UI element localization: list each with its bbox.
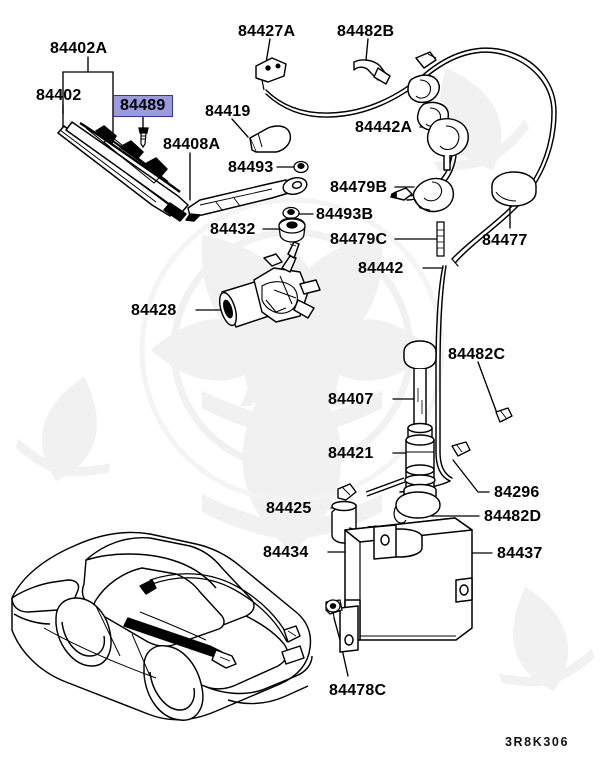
part-label-84434: 84434 [263, 544, 309, 561]
part-label-84493B: 84493B [316, 206, 374, 223]
washer-hose-clip-b [353, 59, 391, 85]
part-label-84428: 84428 [131, 302, 177, 319]
washer-nozzle-bracket [255, 57, 287, 91]
part-label-84479C: 84479C [330, 231, 388, 248]
part-label-84437: 84437 [497, 545, 543, 562]
part-label-84482D: 84482D [484, 508, 542, 525]
part-label-84402A: 84402A [50, 40, 108, 57]
part-label-84402: 84402 [36, 87, 82, 104]
wiper-arm [185, 176, 308, 222]
wiper-pivot-hardware [278, 160, 309, 243]
washer-grommet-cap [491, 171, 537, 207]
part-label-84482C: 84482C [448, 346, 506, 363]
part-label-84479B: 84479B [330, 179, 388, 196]
part-label-84442A: 84442A [355, 119, 413, 136]
part-label-84478C: 84478C [329, 682, 387, 699]
washer-tank-screw [325, 599, 343, 623]
part-label-84421: 84421 [328, 445, 374, 462]
part-label-84419: 84419 [205, 103, 251, 120]
washer-tank-cap [393, 491, 441, 524]
washer-filler-neck [403, 340, 437, 504]
part-label-84427A: 84427A [238, 23, 296, 40]
part-label-84432: 84432 [210, 221, 256, 238]
washer-nozzle-b [412, 177, 455, 213]
wiper-arm-cap [249, 125, 292, 153]
diagram-code: 3R8K306 [505, 735, 570, 749]
part-label-84442: 84442 [358, 260, 404, 277]
wiper-motor [218, 241, 321, 328]
washer-nozzle-pin [436, 221, 445, 257]
washer-hose-junction [390, 51, 469, 201]
part-label-84296: 84296 [494, 484, 540, 501]
part-label-84489[interactable]: 84489 [113, 95, 173, 117]
part-label-84408A: 84408A [163, 136, 221, 153]
part-label-84425: 84425 [266, 500, 312, 517]
vehicle-installed-parts [123, 573, 305, 669]
washer-tank [339, 517, 473, 653]
part-label-84493: 84493 [228, 159, 274, 176]
washer-hose-harness [265, 47, 557, 493]
part-label-84482B: 84482B [337, 23, 395, 40]
wiper-blade-screw [138, 127, 149, 149]
part-label-84477: 84477 [482, 232, 528, 249]
washer-hose-clip-296 [451, 407, 513, 457]
part-label-84407: 84407 [328, 391, 374, 408]
wiper-blade-assembly [57, 121, 189, 222]
